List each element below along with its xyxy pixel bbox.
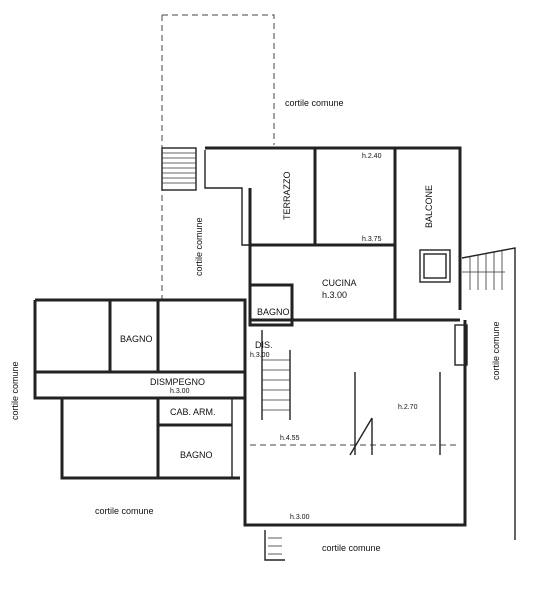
label-bagno-bottom: BAGNO bbox=[180, 450, 213, 460]
label-cucina-height: h.3.00 bbox=[322, 290, 347, 300]
living-area-walls bbox=[243, 320, 468, 527]
label-h240: h.2.40 bbox=[362, 153, 382, 160]
label-cab-arm: CAB. ARM. bbox=[170, 407, 216, 417]
label-dis-height: h.3.00 bbox=[250, 352, 270, 359]
label-disimpegno-height: h.3.00 bbox=[170, 388, 190, 395]
label-h300-bottom: h.3.00 bbox=[290, 514, 310, 521]
label-dis: DIS. bbox=[255, 340, 273, 350]
label-bagno-left: BAGNO bbox=[120, 334, 153, 344]
label-disimpegno: DISMPEGNO bbox=[150, 377, 205, 387]
label-cucina: CUCINA bbox=[322, 278, 357, 288]
label-balcone: BALCONE bbox=[424, 185, 434, 228]
label-cortile-strip: cortile comune bbox=[194, 217, 204, 276]
label-cortile-left: cortile comune bbox=[10, 361, 20, 420]
label-cortile-top: cortile comune bbox=[285, 98, 344, 108]
central-walls bbox=[248, 283, 294, 420]
outdoor-stairs-right bbox=[461, 247, 516, 540]
label-bagno-central: BAGNO bbox=[257, 307, 290, 317]
label-cortile-bottom-left: cortile comune bbox=[95, 506, 154, 516]
outdoor-stairs-top bbox=[161, 147, 197, 191]
entry-stairs bbox=[264, 530, 285, 561]
label-cortile-right: cortile comune bbox=[491, 321, 501, 380]
label-h270: h.2.70 bbox=[398, 404, 418, 411]
label-terrazzo: TERRAZZO bbox=[282, 172, 292, 221]
label-h375: h.3.75 bbox=[362, 236, 382, 243]
courtyard-dashed-outline bbox=[161, 14, 275, 301]
label-h455: h.4.55 bbox=[280, 435, 300, 442]
upper-block-walls bbox=[204, 146, 462, 322]
label-cortile-bottom: cortile comune bbox=[322, 543, 381, 553]
left-wing-walls bbox=[33, 298, 247, 480]
